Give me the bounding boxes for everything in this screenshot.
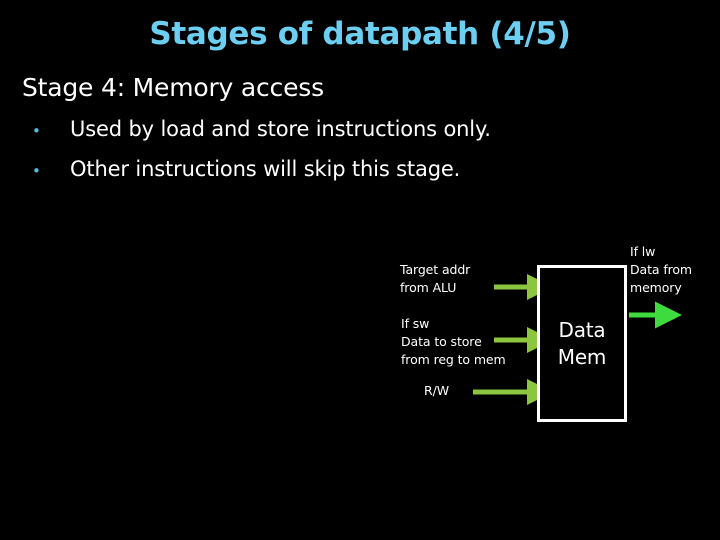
diagram-label-line: If lw: [630, 244, 656, 259]
data-memory-label: Data Mem: [540, 268, 624, 419]
bullet-item-label: Other instructions will skip this stage.: [70, 157, 461, 181]
stage-heading: Stage 4: Memory access: [22, 73, 324, 102]
diagram-label-line: Data from: [630, 262, 693, 278]
data-memory-label-line2: Mem: [557, 344, 607, 369]
bullet-point-icon: •: [32, 122, 41, 140]
diagram-label-line: Target addr: [400, 262, 471, 277]
data-memory-block: Data Mem: [537, 265, 627, 422]
diagram-label-line: from reg to mem: [401, 352, 506, 368]
diagram-label-line: If sw: [401, 316, 430, 331]
page-title: Stages of datapath (4/5): [149, 16, 571, 52]
bullet-item-label: Used by load and store instructions only…: [70, 117, 491, 141]
diagram-label-target-addr: Target addr from ALU: [400, 261, 470, 297]
bullet-item: • Other instructions will skip this stag…: [32, 157, 461, 181]
bullet-point-icon: •: [32, 162, 41, 180]
diagram-label-load-data: If lw Data from memory: [630, 243, 692, 297]
data-memory-label-line1: Data: [558, 317, 606, 342]
diagram-label-line: from ALU: [400, 280, 457, 296]
diagram-label-line: Data to store: [401, 334, 482, 350]
diagram-label-line: memory: [630, 280, 682, 296]
diagram-label-line: R/W: [424, 383, 449, 398]
bullet-item: • Used by load and store instructions on…: [32, 117, 491, 141]
diagram-label-read-write: R/W: [424, 382, 449, 400]
diagram-label-store-data: If sw Data to store from reg to mem: [401, 315, 506, 369]
